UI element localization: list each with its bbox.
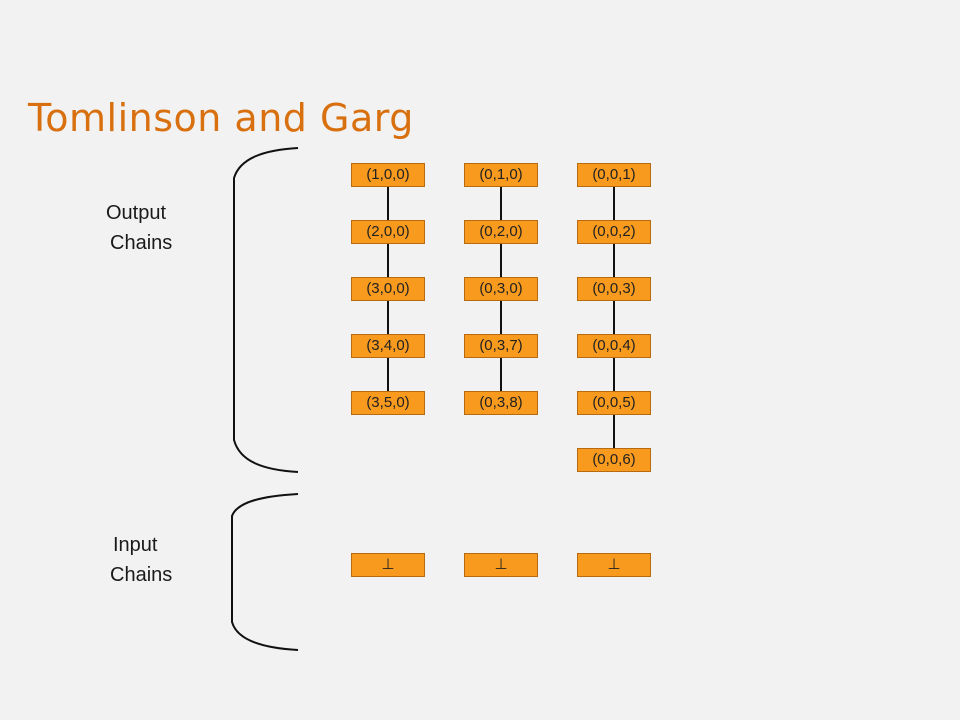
output-chain-node: (2,0,0) xyxy=(351,220,425,244)
output-chain-node: (3,5,0) xyxy=(351,391,425,415)
input-bracket xyxy=(231,493,299,651)
chain-link xyxy=(613,187,615,220)
chain-link xyxy=(613,358,615,391)
output-chain-node: (0,0,4) xyxy=(577,334,651,358)
output-chain-node: (0,2,0) xyxy=(464,220,538,244)
chain-link xyxy=(613,244,615,277)
output-chain-node: (3,4,0) xyxy=(351,334,425,358)
chain-link xyxy=(613,415,615,448)
input-chain-node: ⊥ xyxy=(464,553,538,577)
chain-link xyxy=(613,301,615,334)
chain-link xyxy=(500,358,502,391)
chain-link xyxy=(387,358,389,391)
output-chain-node: (3,0,0) xyxy=(351,277,425,301)
output-chain-node: (0,0,3) xyxy=(577,277,651,301)
output-chain-node: (0,0,5) xyxy=(577,391,651,415)
input-chain-node: ⊥ xyxy=(351,553,425,577)
output-label-line2: Chains xyxy=(110,232,173,254)
output-chain-node: (0,3,7) xyxy=(464,334,538,358)
output-chains-label: Output Chains xyxy=(106,198,172,258)
output-chain-node: (0,3,0) xyxy=(464,277,538,301)
input-chains-label: Input Chains xyxy=(106,530,172,590)
output-chain-node: (0,0,6) xyxy=(577,448,651,472)
chain-link xyxy=(500,187,502,220)
input-label-line1: Input xyxy=(113,534,158,556)
output-label-line1: Output xyxy=(106,202,167,224)
output-bracket xyxy=(233,147,299,473)
output-chain-node: (0,3,8) xyxy=(464,391,538,415)
output-chain-node: (0,0,2) xyxy=(577,220,651,244)
output-chain-node: (1,0,0) xyxy=(351,163,425,187)
chain-link xyxy=(500,301,502,334)
chain-link xyxy=(387,301,389,334)
input-chain-node: ⊥ xyxy=(577,553,651,577)
chain-link xyxy=(387,187,389,220)
input-label-line2: Chains xyxy=(110,564,173,586)
output-chain-node: (0,0,1) xyxy=(577,163,651,187)
chain-link xyxy=(387,244,389,277)
chain-link xyxy=(500,244,502,277)
slide-title: Tomlinson and Garg xyxy=(28,96,414,140)
output-chain-node: (0,1,0) xyxy=(464,163,538,187)
